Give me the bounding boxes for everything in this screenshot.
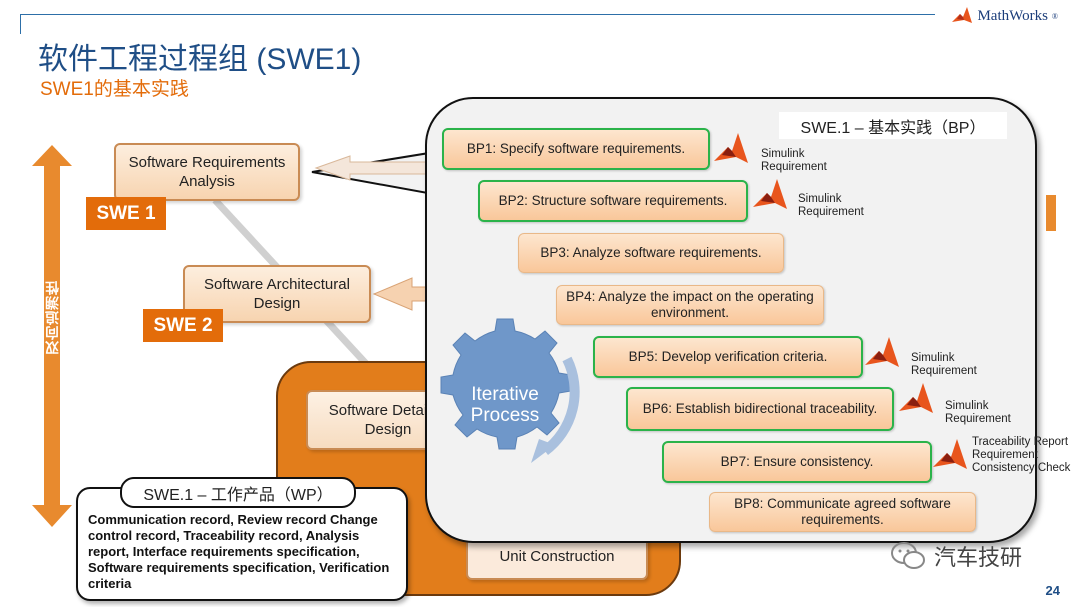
swe2-label: SWE 2: [143, 309, 223, 342]
logo-text: MathWorks: [977, 7, 1048, 24]
membrane-icon: [952, 7, 973, 23]
bp7: BP7: Ensure consistency.: [662, 441, 932, 483]
swe2-node: Software Architectural Design: [183, 265, 371, 323]
wechat-watermark: 汽车技研: [890, 540, 1022, 572]
top-rule: [20, 14, 935, 15]
simulink-icon: [714, 133, 748, 163]
work-products-header: SWE.1 – 工作产品（WP）: [120, 477, 356, 508]
swe1-label: SWE 1: [86, 197, 166, 230]
bp1-tool: Simulink Requirement: [761, 148, 827, 173]
simulink-icon: [899, 383, 933, 413]
page-title: 软件工程过程组 (SWE1): [38, 43, 362, 76]
axis-label: 双向追溯性: [44, 280, 60, 355]
bp3: BP3: Analyze software requirements.: [518, 233, 784, 273]
wechat-label: 汽车技研: [934, 545, 1023, 570]
bp5: BP5: Develop verification criteria.: [593, 336, 863, 378]
mathworks-logo: MathWorks®: [951, 6, 1058, 26]
bp6: BP6: Establish bidirectional traceabilit…: [626, 387, 894, 431]
bp8: BP8: Communicate agreed software require…: [709, 492, 976, 532]
wechat-icon: [891, 542, 925, 569]
right-edge-block: [1046, 195, 1056, 231]
page-number: 24: [1045, 583, 1060, 598]
simulink-icon: [933, 439, 967, 469]
bp4: BP4: Analyze the impact on the operating…: [556, 285, 824, 325]
logo-suffix: ®: [1051, 11, 1058, 21]
gear-label: Iterative Process: [470, 384, 540, 426]
page-subtitle: SWE1的基本实践: [40, 79, 189, 100]
swe1-node: Software Requirements Analysis: [114, 143, 300, 201]
bp2: BP2: Structure software requirements.: [478, 180, 748, 222]
gear-icon: [440, 318, 580, 463]
bp7-tool: Traceability Report Requirement Consiste…: [972, 436, 1071, 474]
work-products-list: Communication record, Review record Chan…: [88, 512, 390, 591]
bp5-tool: Simulink Requirement: [911, 352, 977, 377]
simulink-icon: [865, 337, 899, 367]
bp2-tool: Simulink Requirement: [798, 193, 864, 218]
bp6-tool: Simulink Requirement: [945, 400, 1011, 425]
practices-header: SWE.1 – 基本实践（BP）: [779, 112, 1007, 139]
simulink-icon: [753, 179, 787, 209]
bp1: BP1: Specify software requirements.: [442, 128, 710, 170]
callout-graphics: [440, 133, 967, 469]
top-rule-tick: [20, 14, 21, 34]
bidirectional-arrow: [32, 145, 72, 527]
